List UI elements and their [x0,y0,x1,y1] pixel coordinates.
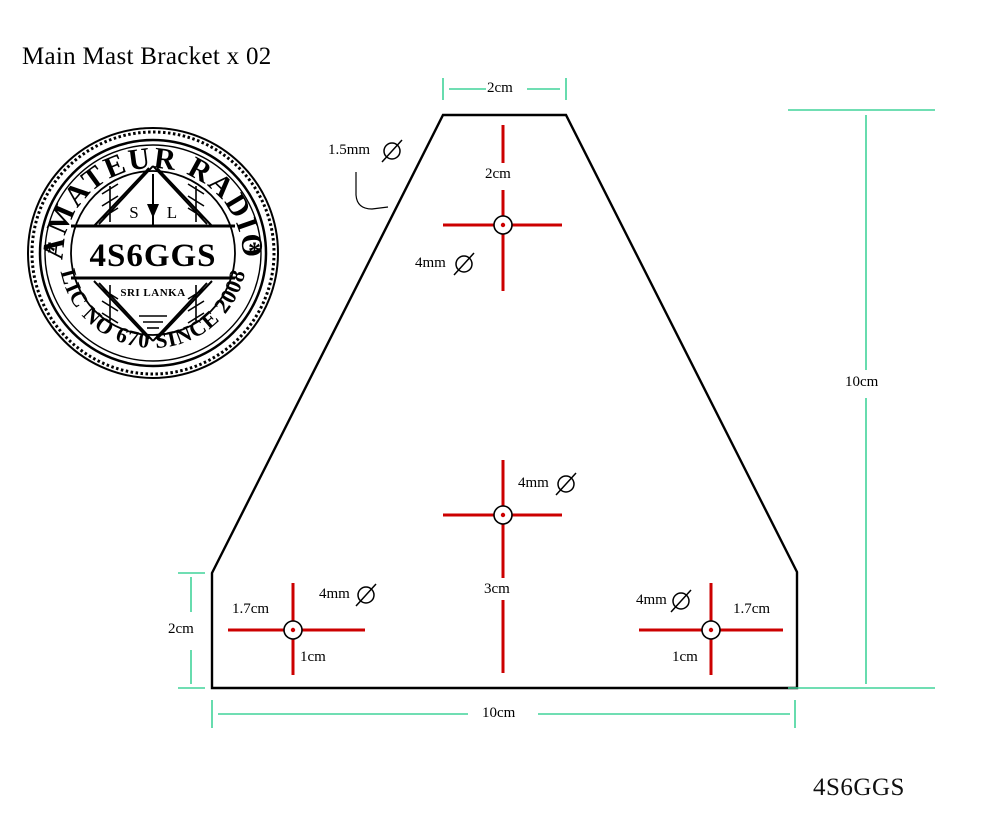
annotation-middle-hole-offset: 3cm [484,581,510,597]
annotation-bottom-left-hole-y: 1cm [300,649,326,665]
diameter-icon-thickness [381,139,403,163]
diameter-icon-top-hole [453,252,475,276]
logo-right-star: * [248,237,261,266]
amateur-radio-logo: AMATEUR RADIO LIC NO 670 SINCE 2008 [26,126,281,381]
thickness-leader-line [355,172,389,210]
annotation-bottom-left-hole-diameter: 4mm [319,586,350,602]
middle-hole [443,460,562,673]
bottom-left-hole [228,583,365,675]
page-title: Main Mast Bracket x 02 [22,43,272,70]
logo-letter-l: L [167,203,177,222]
dimension-label-top-width: 2cm [487,80,513,96]
annotation-bottom-right-hole-diameter: 4mm [636,592,667,608]
diameter-icon-middle-hole [555,472,577,496]
annotation-material-thickness: 1.5mm [328,142,371,158]
annotation-bottom-right-hole-y: 1cm [672,649,698,665]
dimension-overall-width [211,700,796,728]
dimension-top-width [442,78,567,100]
footer-callsign: 4S6GGS [813,774,905,801]
logo-letter-s: S [129,203,138,222]
bottom-right-hole [639,583,783,675]
diameter-icon-bottom-right-hole [670,589,692,613]
dimension-label-overall-height: 10cm [845,374,879,390]
dimension-label-overall-width: 10cm [482,705,516,721]
diameter-icon-bottom-left-hole [355,583,377,607]
dimension-label-side-height: 2cm [168,621,194,637]
annotation-top-hole-offset: 2cm [485,166,511,182]
dimension-overall-height [788,109,935,689]
annotation-middle-hole-diameter: 4mm [518,475,549,491]
annotation-bottom-right-hole-x: 1.7cm [733,601,771,617]
top-hole [443,125,562,291]
logo-country: SRI LANKA [120,287,185,299]
logo-left-star: * [43,237,56,266]
annotation-top-hole-diameter: 4mm [415,255,446,271]
logo-callsign: 4S6GGS [89,238,216,274]
annotation-bottom-left-hole-x: 1.7cm [232,601,270,617]
dimension-side-height [178,572,205,689]
